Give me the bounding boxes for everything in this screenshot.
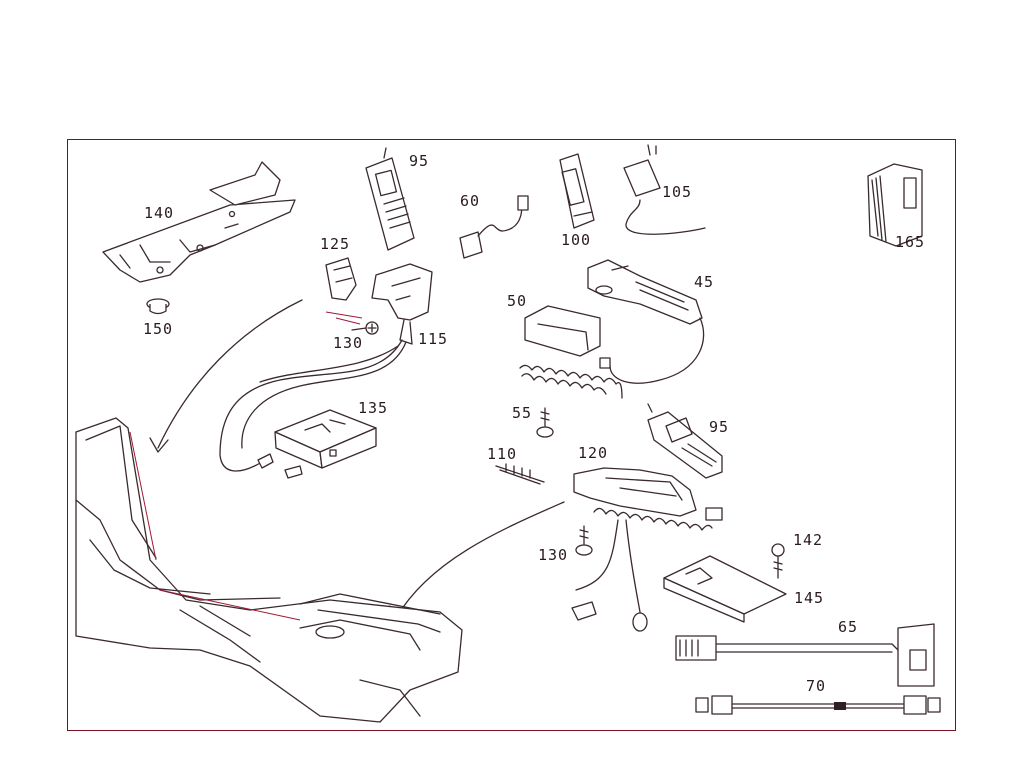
callout-110: 110 — [487, 445, 518, 463]
diagram-frame — [67, 139, 956, 731]
part-120-phone-cradle — [571, 467, 723, 632]
part-125-clip — [325, 257, 363, 325]
callout-95-top: 95 — [409, 152, 430, 170]
part-130-screw-bottom — [575, 525, 593, 556]
callout-120: 120 — [578, 444, 609, 462]
part-135-control-module — [274, 409, 377, 469]
part-150-grommet — [146, 298, 170, 315]
part-60-adapter-cable — [459, 195, 529, 259]
part-65-cable — [675, 623, 935, 687]
callout-165: 165 — [895, 233, 926, 251]
callout-105: 105 — [662, 183, 693, 201]
callout-145: 145 — [794, 589, 825, 607]
callout-140: 140 — [144, 204, 175, 222]
part-130-screw-top — [351, 321, 379, 335]
part-95-handset-top — [365, 147, 415, 251]
part-70-cable — [695, 695, 941, 715]
part-95-phone-bottom — [647, 403, 723, 479]
part-140-mounting-bracket — [102, 161, 296, 283]
callout-130-bottom: 130 — [538, 546, 569, 564]
callout-70: 70 — [806, 677, 827, 695]
callout-142: 142 — [793, 531, 824, 549]
callout-100: 100 — [561, 231, 592, 249]
callout-135: 135 — [358, 399, 389, 417]
callout-95-bottom: 95 — [709, 418, 730, 436]
callout-60: 60 — [460, 192, 481, 210]
part-50-handset-holder — [524, 305, 601, 357]
part-45-handset — [587, 259, 705, 384]
center-console — [75, 417, 463, 723]
part-100-cradle — [559, 153, 595, 229]
part-142-screw — [771, 543, 785, 579]
part-165-manual — [867, 163, 923, 247]
callout-50: 50 — [507, 292, 528, 310]
part-110-pin — [495, 463, 545, 485]
callout-45: 45 — [694, 273, 715, 291]
cable-harness-115-135 — [219, 339, 407, 479]
part-55-screw — [536, 407, 554, 438]
callout-125: 125 — [320, 235, 351, 253]
coiled-cord — [519, 357, 623, 399]
callout-130-top: 130 — [333, 334, 364, 352]
part-105-charger — [623, 144, 706, 235]
callout-150: 150 — [143, 320, 174, 338]
callout-55: 55 — [512, 404, 533, 422]
callout-65: 65 — [838, 618, 859, 636]
callout-115: 115 — [418, 330, 449, 348]
part-145-bracket — [663, 555, 787, 623]
